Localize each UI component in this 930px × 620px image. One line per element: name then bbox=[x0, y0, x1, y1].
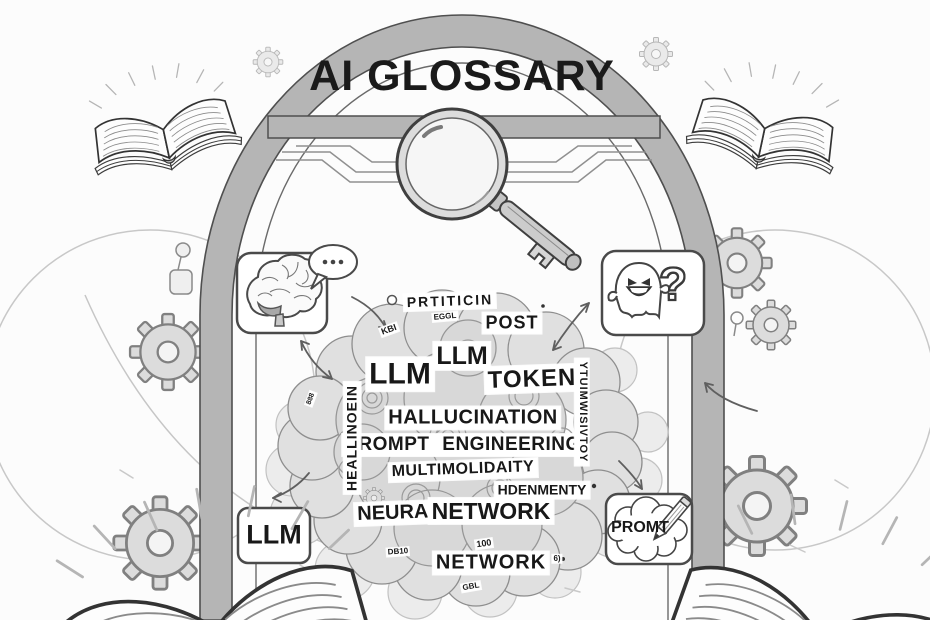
open-book-icon-top-right bbox=[682, 49, 853, 185]
pencil-icon bbox=[652, 496, 692, 541]
brain-icon bbox=[235, 251, 329, 335]
gear-icon bbox=[252, 46, 284, 78]
speech-bubble-icon bbox=[308, 244, 358, 290]
gear-icon bbox=[745, 299, 797, 351]
arrow-up-right-pillar bbox=[704, 382, 758, 412]
llm-box bbox=[236, 506, 312, 565]
gear-icon bbox=[112, 495, 208, 591]
archway bbox=[199, 14, 725, 620]
arrow-double-left bbox=[300, 340, 333, 380]
gear-icon bbox=[128, 312, 208, 392]
gear-icons bbox=[112, 37, 808, 591]
ghost-icon bbox=[600, 249, 706, 337]
gear-icon bbox=[363, 487, 385, 509]
magnifier-key-icon bbox=[395, 107, 582, 271]
arrow-to-prompt-box bbox=[618, 460, 643, 490]
gear-icon bbox=[639, 37, 673, 71]
arrow-cloud-to-ghost bbox=[552, 302, 590, 351]
prompt-cloud-box bbox=[604, 492, 694, 566]
open-book-icon-top-left bbox=[75, 50, 246, 186]
